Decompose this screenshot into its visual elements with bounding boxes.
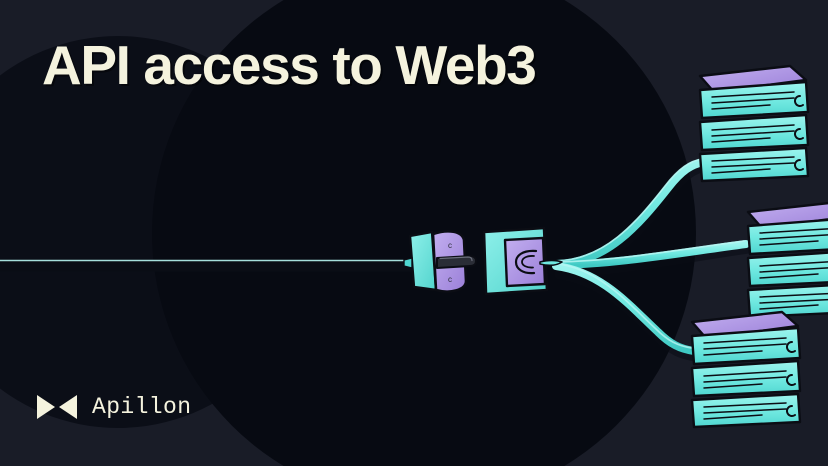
power-c-icon	[786, 374, 796, 386]
plug-mark-top: c	[448, 241, 452, 250]
female-socket	[482, 226, 563, 296]
plug-mark-bottom: c	[448, 275, 452, 284]
power-c-icon	[786, 341, 796, 353]
male-plug: c c	[403, 230, 477, 293]
power-c-icon	[794, 128, 804, 140]
brand-name: Apillon	[92, 393, 192, 420]
server-stack-top	[698, 64, 810, 183]
server-unit	[690, 326, 802, 366]
server-unit	[746, 218, 828, 256]
cable-branch-middle	[552, 240, 750, 269]
server-unit	[700, 144, 808, 177]
server-unit	[698, 113, 810, 152]
server-stack-middle	[746, 201, 828, 319]
server-unit	[690, 359, 802, 398]
cable-branch-top	[552, 158, 708, 268]
server-unit	[690, 392, 802, 429]
brand-lockup: Apillon	[36, 393, 191, 421]
cable-branches	[552, 158, 750, 355]
power-c-icon	[794, 95, 804, 107]
page-title: API access to Web3	[42, 34, 537, 96]
power-c-icon	[786, 405, 796, 417]
server-unit	[698, 146, 810, 183]
server-unit	[746, 251, 828, 288]
apillon-bowtie-icon	[37, 395, 77, 419]
server-unit	[746, 284, 828, 319]
server-stack-bottom	[690, 310, 802, 429]
cable-trunk	[0, 259, 424, 272]
power-c-icon	[794, 159, 804, 171]
server-unit	[698, 80, 810, 120]
